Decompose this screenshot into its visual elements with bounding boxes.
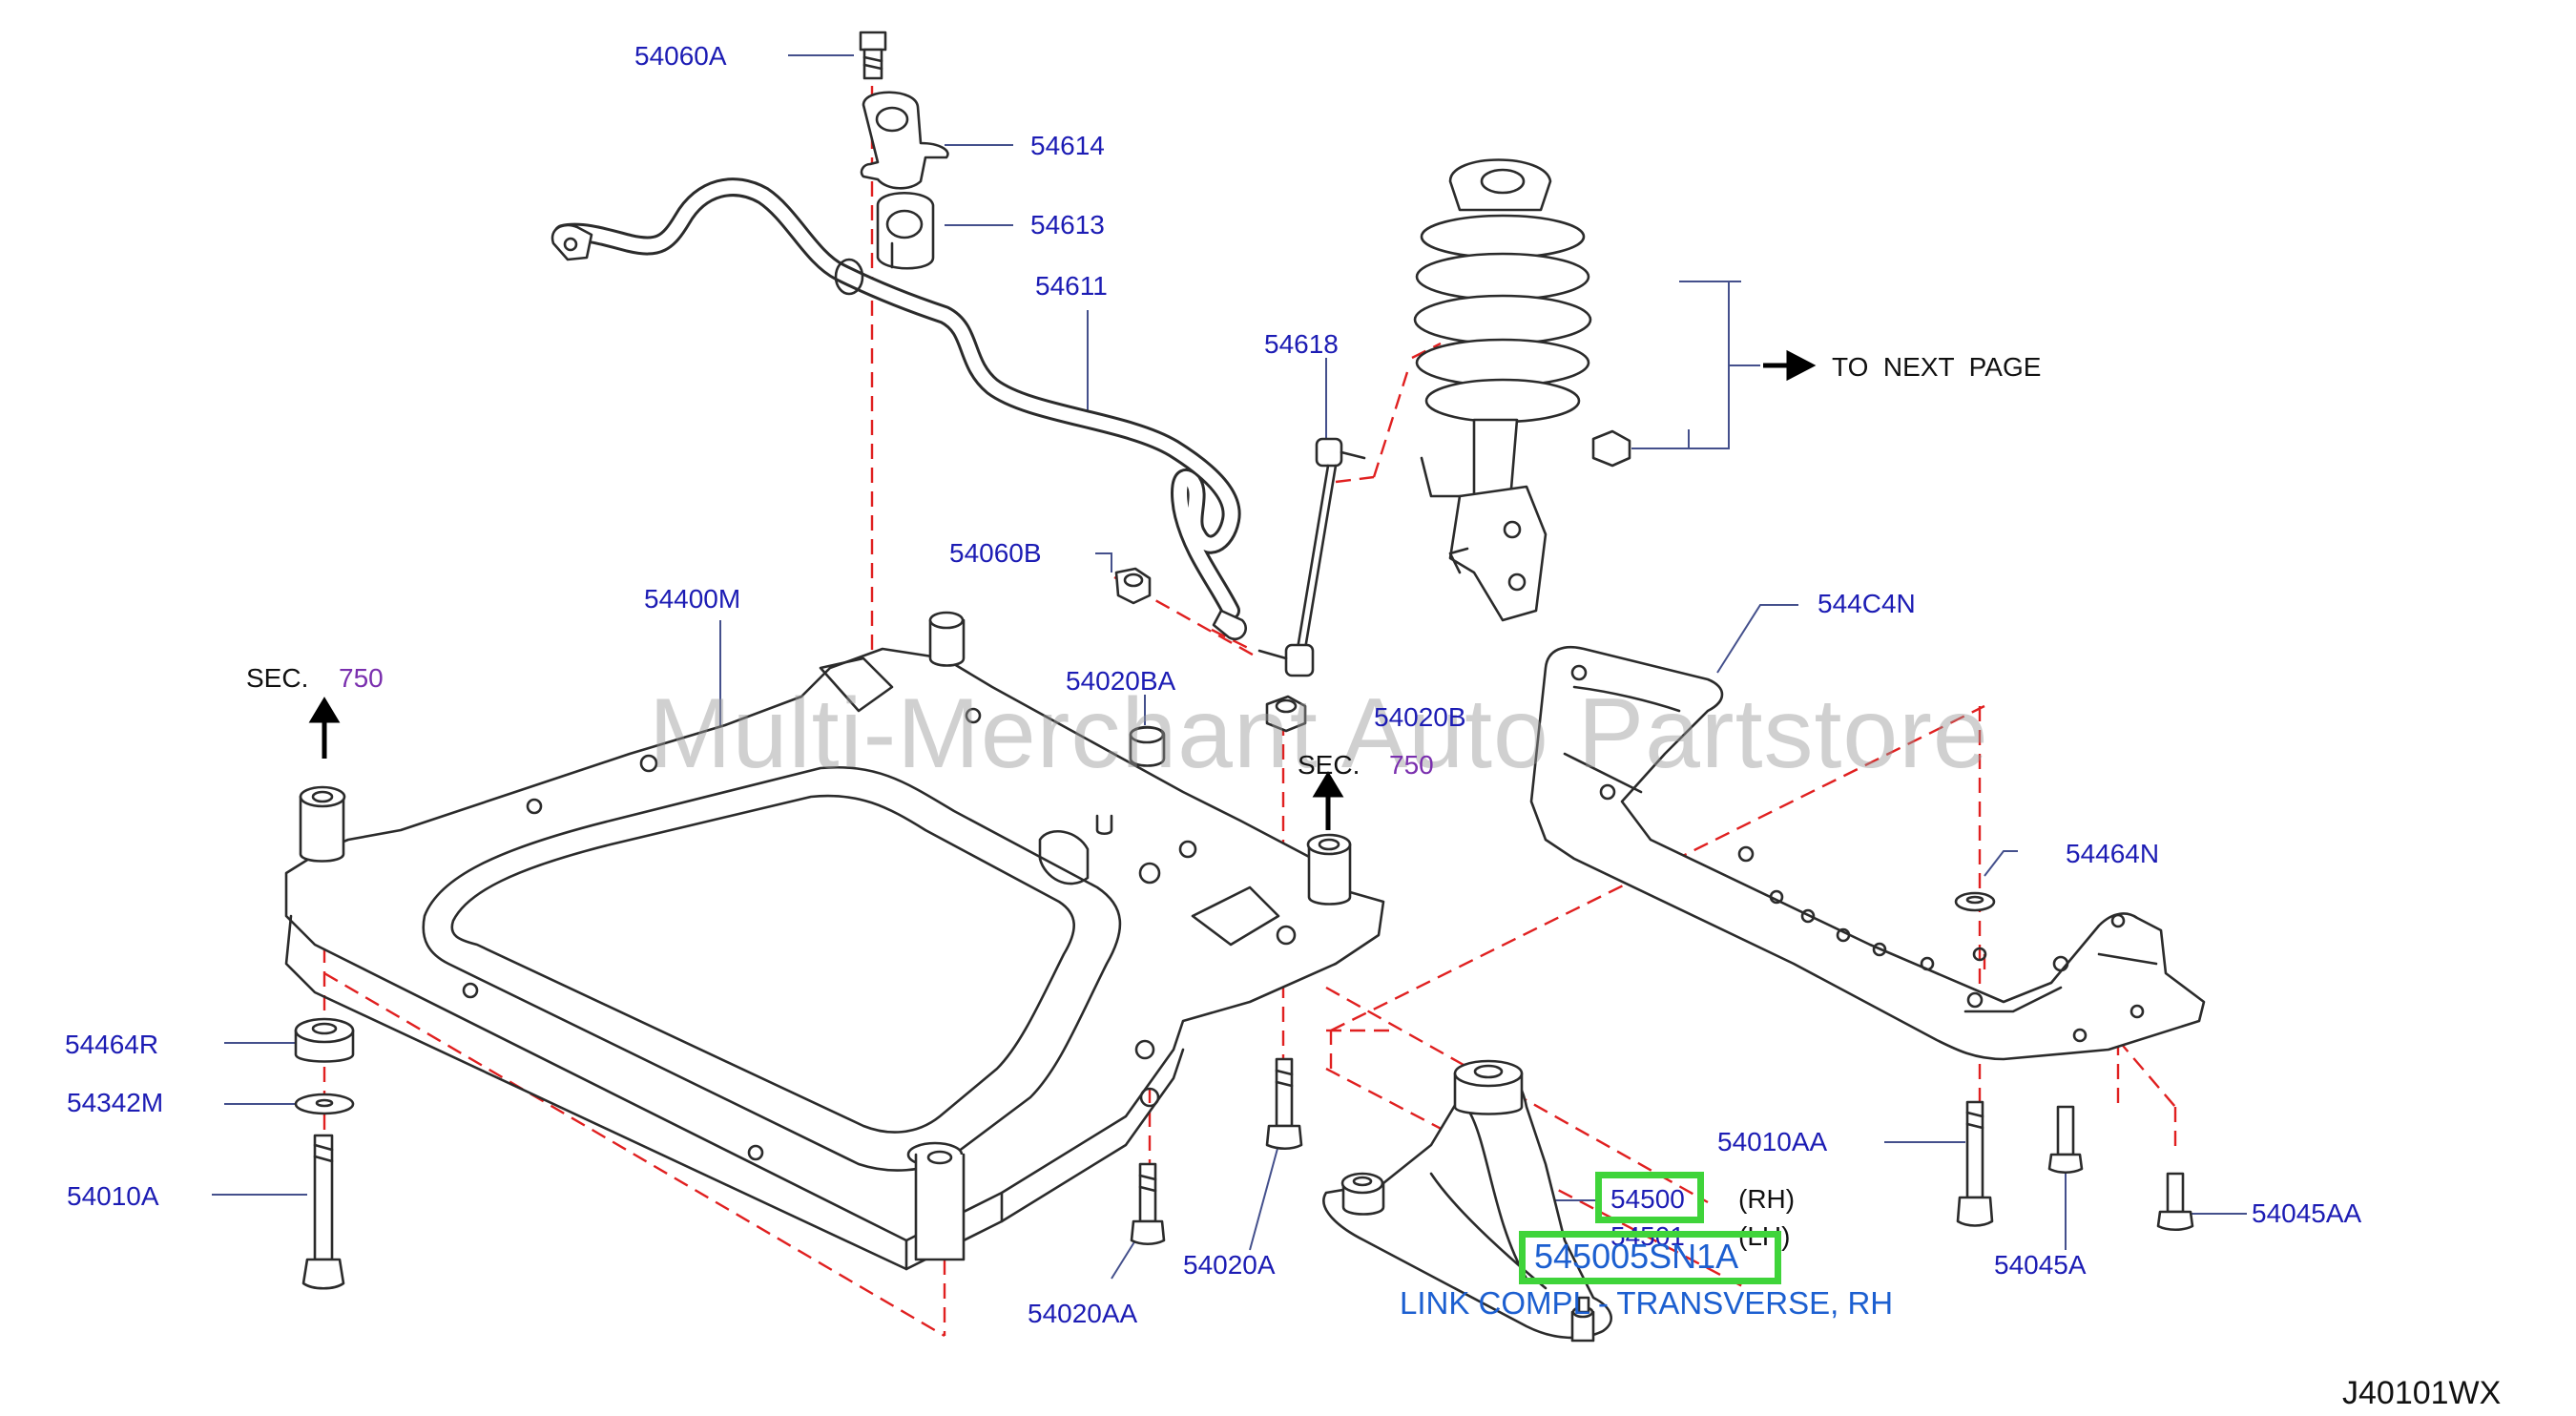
- bolts-right: [1956, 1100, 2194, 1232]
- strut-assembly: [1413, 158, 1631, 622]
- clamp-54614: [860, 91, 949, 190]
- parts-artwork: [284, 31, 2206, 1343]
- part-label-54010A[interactable]: 54010A: [67, 1181, 159, 1211]
- part-label-54614[interactable]: 54614: [1030, 131, 1105, 160]
- part-label-54020A[interactable]: 54020A: [1183, 1250, 1276, 1280]
- part-label-54045AA[interactable]: 54045AA: [2252, 1198, 2362, 1228]
- callout-leader-lines: [212, 54, 2247, 1280]
- sec-ref-number-center[interactable]: 750: [1389, 750, 1434, 780]
- sec-ref-prefix-left: SEC.: [246, 663, 309, 693]
- side-label-rh: (RH): [1738, 1184, 1796, 1214]
- sec-ref-number-left[interactable]: 750: [339, 663, 384, 693]
- bolts-54020: [1130, 1057, 1303, 1246]
- nut-54020BA: [1129, 725, 1166, 767]
- transverse-link-54500: [1322, 1059, 1612, 1343]
- nut-54060B: [1114, 567, 1152, 605]
- highlight-part-description: LINK COMPL - TRANSVERSE, RH: [1400, 1285, 1894, 1321]
- part-label-54045A[interactable]: 54045A: [1994, 1250, 2087, 1280]
- part-label-54010AA[interactable]: 54010AA: [1717, 1127, 1828, 1156]
- part-label-54618[interactable]: 54618: [1264, 329, 1339, 359]
- sec-ref-prefix-center: SEC.: [1298, 750, 1361, 780]
- part-label-54342M[interactable]: 54342M: [67, 1088, 164, 1117]
- highlight-box-54500: [1595, 1172, 1704, 1223]
- part-label-54020AA[interactable]: 54020AA: [1028, 1299, 1138, 1328]
- watermark: Multi-Merchant Auto Partstore: [649, 678, 1989, 789]
- part-label-54400M[interactable]: 54400M: [644, 584, 741, 614]
- next-page-link[interactable]: TO NEXT PAGE: [1832, 352, 2042, 382]
- bolt-54060A: [859, 31, 887, 80]
- stabilizer-link-54618: [1257, 437, 1366, 677]
- part-label-544C4N[interactable]: 544C4N: [1818, 589, 1916, 618]
- part-label-54613[interactable]: 54613: [1030, 210, 1105, 239]
- part-label-54060B[interactable]: 54060B: [949, 538, 1042, 568]
- washer-54464N: [1954, 891, 1996, 912]
- diagram-code: J40101WX: [2342, 1375, 2502, 1411]
- part-label-54611[interactable]: 54611: [1035, 271, 1108, 301]
- highlight-part-number[interactable]: 545005SN1A: [1534, 1237, 1739, 1276]
- mount-hardware-left: [294, 1017, 355, 1290]
- part-label-54500[interactable]: 54500: [1610, 1184, 1685, 1214]
- part-label-54464R[interactable]: 54464R: [65, 1030, 159, 1059]
- reinforcement-544C4N: [1529, 645, 2206, 1061]
- part-label-54060A[interactable]: 54060A: [634, 41, 727, 71]
- bushing-54613: [876, 191, 935, 270]
- part-label-54020B[interactable]: 54020B: [1374, 702, 1466, 732]
- stabilizer-bar-54611: [551, 177, 1248, 640]
- part-label-54020BA[interactable]: 54020BA: [1066, 666, 1176, 696]
- part-label-54464N[interactable]: 54464N: [2066, 839, 2160, 868]
- highlight-box-part-number: [1519, 1231, 1781, 1284]
- direction-arrows: [308, 349, 1817, 830]
- nut-54020B: [1265, 695, 1307, 733]
- suspension-member-54400M: [284, 611, 1385, 1271]
